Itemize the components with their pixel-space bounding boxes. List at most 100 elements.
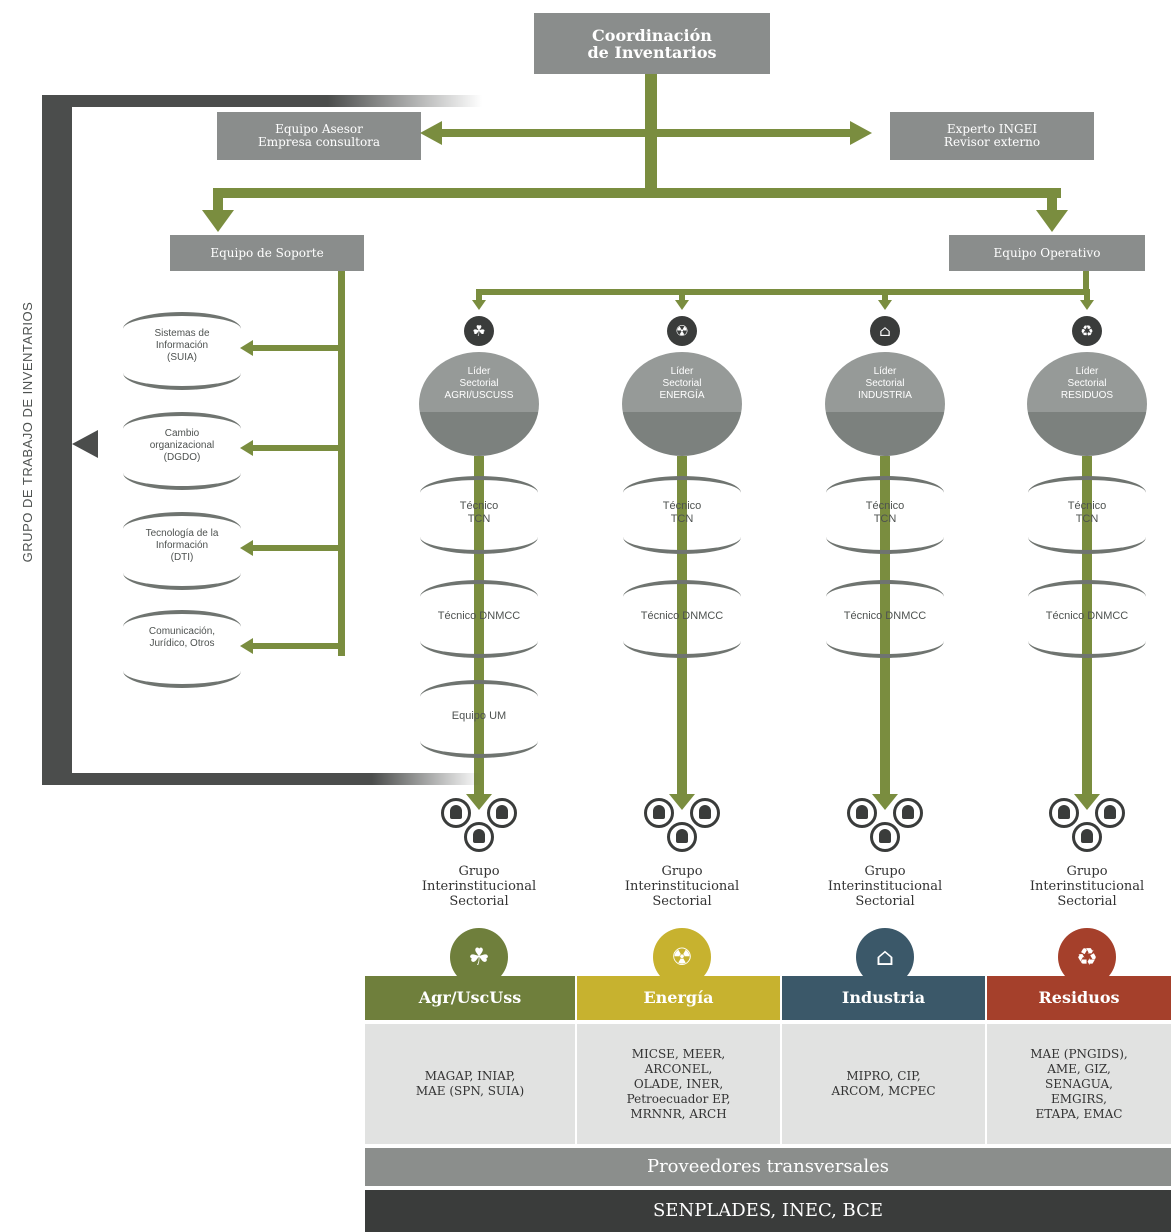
sector-institutions: MAE (PNGIDS), AME, GIZ, SENAGUA, EMGIRS,… <box>987 1024 1171 1144</box>
agriculture-icon: ☘ <box>464 316 494 346</box>
support-branch <box>252 345 342 351</box>
separator-arc <box>123 312 241 346</box>
arrow-down-icon <box>1080 300 1094 310</box>
person-icon <box>644 798 674 828</box>
technician-label: Técnico DNMCC <box>843 610 927 622</box>
arrow-down-icon <box>472 300 486 310</box>
technician-label: Equipo UM <box>451 710 507 722</box>
sector-drop <box>476 289 482 303</box>
separator-arc <box>420 724 538 758</box>
sector-leader: Líder Sectorial AGRI/USCUSS <box>419 352 539 456</box>
person-icon <box>441 798 471 828</box>
separator-arc <box>623 520 741 554</box>
separator-arc <box>123 556 241 590</box>
sector-drop <box>1084 289 1090 303</box>
arrow-down-icon <box>878 300 892 310</box>
person-icon <box>464 822 494 852</box>
arrow-left-icon <box>240 340 253 356</box>
support-branch <box>252 643 342 649</box>
group-label: Grupo Interinstitucional Sectorial <box>421 864 537 909</box>
sector-header: Industria <box>782 976 985 1020</box>
operative-spine <box>1083 271 1089 295</box>
leader-label: Líder Sectorial ENERGÍA <box>659 366 705 401</box>
operative-team-box: Equipo Operativo <box>949 235 1145 271</box>
support-drop <box>213 188 223 212</box>
sector-drop <box>679 289 685 303</box>
separator-arc <box>1028 476 1146 510</box>
operative-drop <box>1047 188 1057 212</box>
person-icon <box>487 798 517 828</box>
sector-connector <box>476 289 1089 295</box>
advisor-connector <box>440 129 852 137</box>
people-group-icon <box>644 798 724 858</box>
support-branch <box>252 445 342 451</box>
leader-lower <box>419 412 539 456</box>
separator-arc <box>123 610 241 644</box>
person-icon <box>667 822 697 852</box>
support-branch <box>252 545 342 551</box>
leader-label: Líder Sectorial INDUSTRIA <box>858 366 912 401</box>
sector-drop <box>882 289 888 303</box>
separator-arc <box>826 624 944 658</box>
separator-arc <box>123 512 241 546</box>
expert-box: Experto INGEI Revisor externo <box>890 112 1094 160</box>
separator-arc <box>420 580 538 614</box>
separator-arc <box>623 580 741 614</box>
support-team-box: Equipo de Soporte <box>170 235 364 271</box>
arrow-left-icon <box>240 440 253 456</box>
sector-header: Agr/UscUss <box>365 976 575 1020</box>
group-label: Grupo Interinstitucional Sectorial <box>1029 864 1145 909</box>
coordination-box: Coordinación de Inventarios <box>534 13 770 74</box>
separator-arc <box>826 476 944 510</box>
group-label: GRUPO DE TRABAJO DE INVENTARIOS <box>20 301 35 563</box>
separator-arc <box>123 654 241 688</box>
arrow-down-icon <box>1036 210 1068 232</box>
separator-arc <box>826 580 944 614</box>
arrow-down-icon <box>675 300 689 310</box>
leader-lower <box>622 412 742 456</box>
technician-label: Técnico DNMCC <box>1045 610 1129 622</box>
support-item-label: Comunicación, Jurídico, Otros <box>148 626 216 649</box>
arrow-down-icon <box>202 210 234 232</box>
separator-arc <box>826 520 944 554</box>
leader-label: Líder Sectorial AGRI/USCUSS <box>444 366 514 401</box>
person-icon <box>1095 798 1125 828</box>
arrow-left-icon <box>240 540 253 556</box>
leader-lower <box>825 412 945 456</box>
person-icon <box>870 822 900 852</box>
sector-header: Energía <box>577 976 780 1020</box>
sector-institutions: MIPRO, CIP, ARCOM, MCPEC <box>782 1024 985 1144</box>
separator-arc <box>420 520 538 554</box>
providers-title-bar: Proveedores transversales <box>365 1148 1171 1186</box>
leader-lower <box>1027 412 1147 456</box>
separator-arc <box>623 624 741 658</box>
leader-upper <box>622 352 742 413</box>
advisor-box: Equipo Asesor Empresa consultora <box>217 112 421 160</box>
arrow-down-icon <box>669 794 695 810</box>
arrow-down-icon <box>466 794 492 810</box>
leader-label: Líder Sectorial RESIDUOS <box>1060 366 1114 401</box>
arrow-down-icon <box>1074 794 1100 810</box>
sector-header: Residuos <box>987 976 1171 1020</box>
people-group-icon <box>847 798 927 858</box>
person-icon <box>1049 798 1079 828</box>
group-label: Grupo Interinstitucional Sectorial <box>624 864 740 909</box>
arrow-down-icon <box>872 794 898 810</box>
separator-arc <box>420 476 538 510</box>
energy-icon: ☢ <box>667 316 697 346</box>
sector-institutions: MAGAP, INIAP, MAE (SPN, SUIA) <box>365 1024 575 1144</box>
sector-institutions: MICSE, MEER, ARCONEL, OLADE, INER, Petro… <box>577 1024 780 1144</box>
sector-leader: Líder Sectorial INDUSTRIA <box>825 352 945 456</box>
sector-leader: Líder Sectorial ENERGÍA <box>622 352 742 456</box>
arrow-right-icon <box>850 121 872 145</box>
person-icon <box>893 798 923 828</box>
people-group-icon <box>1049 798 1129 858</box>
technician-label: Técnico DNMCC <box>437 610 521 622</box>
separator-arc <box>1028 580 1146 614</box>
separator-arc <box>123 356 241 390</box>
group-label: Grupo Interinstitucional Sectorial <box>827 864 943 909</box>
separator-arc <box>623 476 741 510</box>
people-group-icon <box>441 798 521 858</box>
separator-arc <box>123 456 241 490</box>
separator-arc <box>1028 520 1146 554</box>
